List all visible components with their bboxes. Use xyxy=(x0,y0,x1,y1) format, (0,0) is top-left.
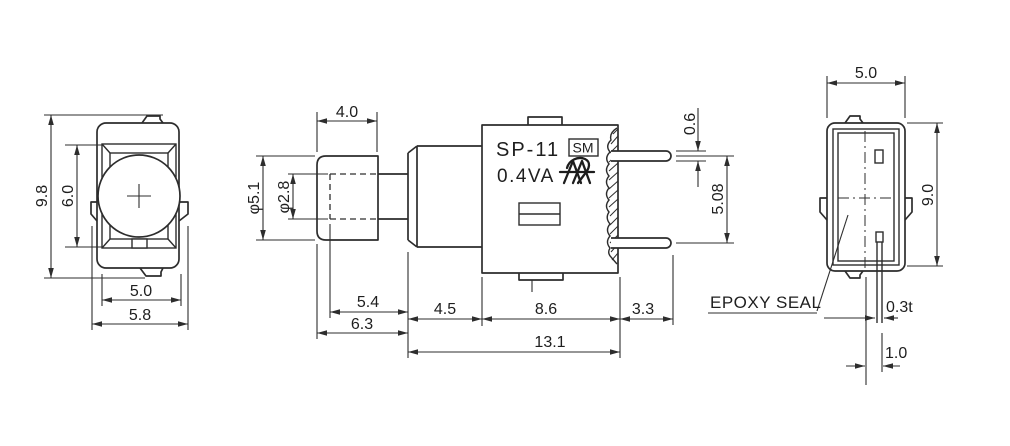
dim-opening-width: 5.0 xyxy=(130,283,152,300)
ext-lines-9-8 xyxy=(44,114,163,279)
side-body-outline xyxy=(481,124,619,274)
front-frame-bevels xyxy=(101,143,177,249)
plunger-hidden-lines xyxy=(329,173,378,220)
front-top-tab xyxy=(141,115,164,124)
rating-label: 0.4VA xyxy=(497,166,555,187)
side-bottom-tab xyxy=(518,273,564,281)
rear-upper-terminal xyxy=(874,149,884,164)
button-center-cross xyxy=(127,184,151,208)
rear-top-tab xyxy=(844,115,864,124)
side-top-tab xyxy=(527,116,563,125)
ext-lines-5-0-rear xyxy=(826,76,906,118)
front-view: 9.8 6.0 5.0 5.8 xyxy=(34,114,189,330)
part-number-label: SP-11 xyxy=(496,139,560,161)
upper-terminal-pin xyxy=(611,150,672,162)
front-right-tab xyxy=(178,201,189,222)
dim-terminal-width: 1.0 xyxy=(885,345,907,362)
front-left-tab xyxy=(90,201,98,222)
rear-left-tab xyxy=(819,197,828,221)
rear-bottom-tab xyxy=(844,270,864,279)
sm-badge-label: SM xyxy=(573,140,594,156)
epoxy-seal-leader-line xyxy=(816,214,849,312)
epoxy-seal-label: EPOXY SEAL xyxy=(710,293,821,312)
dim-overall-depth: 13.1 xyxy=(534,334,565,351)
rear-body-outline xyxy=(826,122,906,272)
rear-lower-terminal xyxy=(875,231,884,243)
dim-body-width: 5.8 xyxy=(129,307,151,324)
ext-lines-6-0 xyxy=(65,144,102,248)
dim-overall-height: 9.8 xyxy=(34,185,51,207)
dim-plunger-diameter: φ2.8 xyxy=(276,181,293,214)
ext-lines-5-8 xyxy=(91,226,189,330)
rear-inner-frame xyxy=(832,128,900,266)
epoxy-seal-wavy-edge xyxy=(605,127,618,265)
ext-lines-5-4 xyxy=(329,224,409,358)
dim-cap-overall-depth: 6.3 xyxy=(351,316,373,333)
ext-lines-dia-5-1 xyxy=(256,155,315,241)
sm-badge-box xyxy=(568,138,599,157)
dim-cap-width: 4.0 xyxy=(336,104,358,121)
dim-rear-width: 5.0 xyxy=(855,65,877,82)
dim-opening-height: 6.0 xyxy=(60,185,77,207)
front-bottom-tab xyxy=(139,267,164,277)
dim-terminal-length: 3.3 xyxy=(632,301,654,318)
rear-view: EPOXY SEAL 5.0 9.0 0.3t 1.0 xyxy=(708,65,943,385)
lower-terminal-pin xyxy=(611,237,672,249)
front-bottom-notch xyxy=(131,238,148,249)
dim-terminal-thickness: 0.3t xyxy=(886,299,913,316)
dim-front-section-depth: 4.5 xyxy=(434,301,456,318)
dim-cap-diameter: φ5.1 xyxy=(246,182,263,215)
dim-terminal-diameter: 0.6 xyxy=(682,113,699,135)
dim-rear-height: 9.0 xyxy=(920,184,937,206)
rear-right-tab xyxy=(904,197,913,221)
dim-body-depth: 8.6 xyxy=(535,301,557,318)
ext-lines-0-6 xyxy=(676,150,706,162)
side-bezel xyxy=(407,145,482,248)
ext-lines-1-0 xyxy=(865,277,883,385)
dim-cap-depth: 5.4 xyxy=(357,294,379,311)
dim-terminal-pitch: 5.08 xyxy=(710,183,727,214)
side-view: SP-11 SM 0.4VA xyxy=(246,104,734,358)
rear-terminal-pin-lines xyxy=(876,242,883,323)
certification-mark-icon xyxy=(558,156,596,185)
rear-inner-frame-inner xyxy=(837,132,895,262)
button-cap xyxy=(316,155,379,241)
plunger-shaft xyxy=(378,173,408,220)
